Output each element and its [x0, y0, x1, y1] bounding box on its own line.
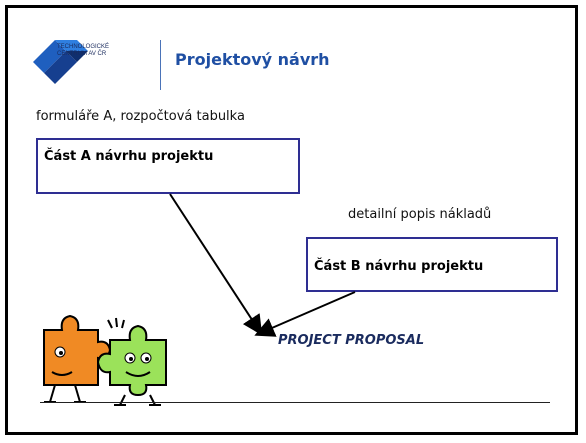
part-a-box: Část A návrhu projektu — [36, 138, 300, 194]
logo-text-line1: TECHNOLOGICKÉ — [57, 44, 110, 50]
slide-title: Projektový návrh — [175, 50, 330, 69]
project-proposal-label: PROJECT PROPOSAL — [278, 333, 425, 348]
logo-text: TECHNOLOGICKÉ CENTRUM AV ČR — [57, 44, 109, 58]
part-a-label: Část A návrhu projektu — [44, 149, 214, 164]
bottom-divider — [40, 402, 550, 403]
part-b-label: Část B návrhu projektu — [314, 259, 484, 274]
cost-details-note: detailní popis nákladů — [348, 207, 492, 222]
logo-text-line2: CENTRUM AV ČR — [57, 51, 107, 57]
part-b-box: Část B návrhu projektu — [306, 237, 558, 292]
slide — [5, 5, 578, 435]
slide-subtitle: formuláře A, rozpočtová tabulka — [36, 109, 245, 124]
logo-divider — [160, 40, 161, 90]
